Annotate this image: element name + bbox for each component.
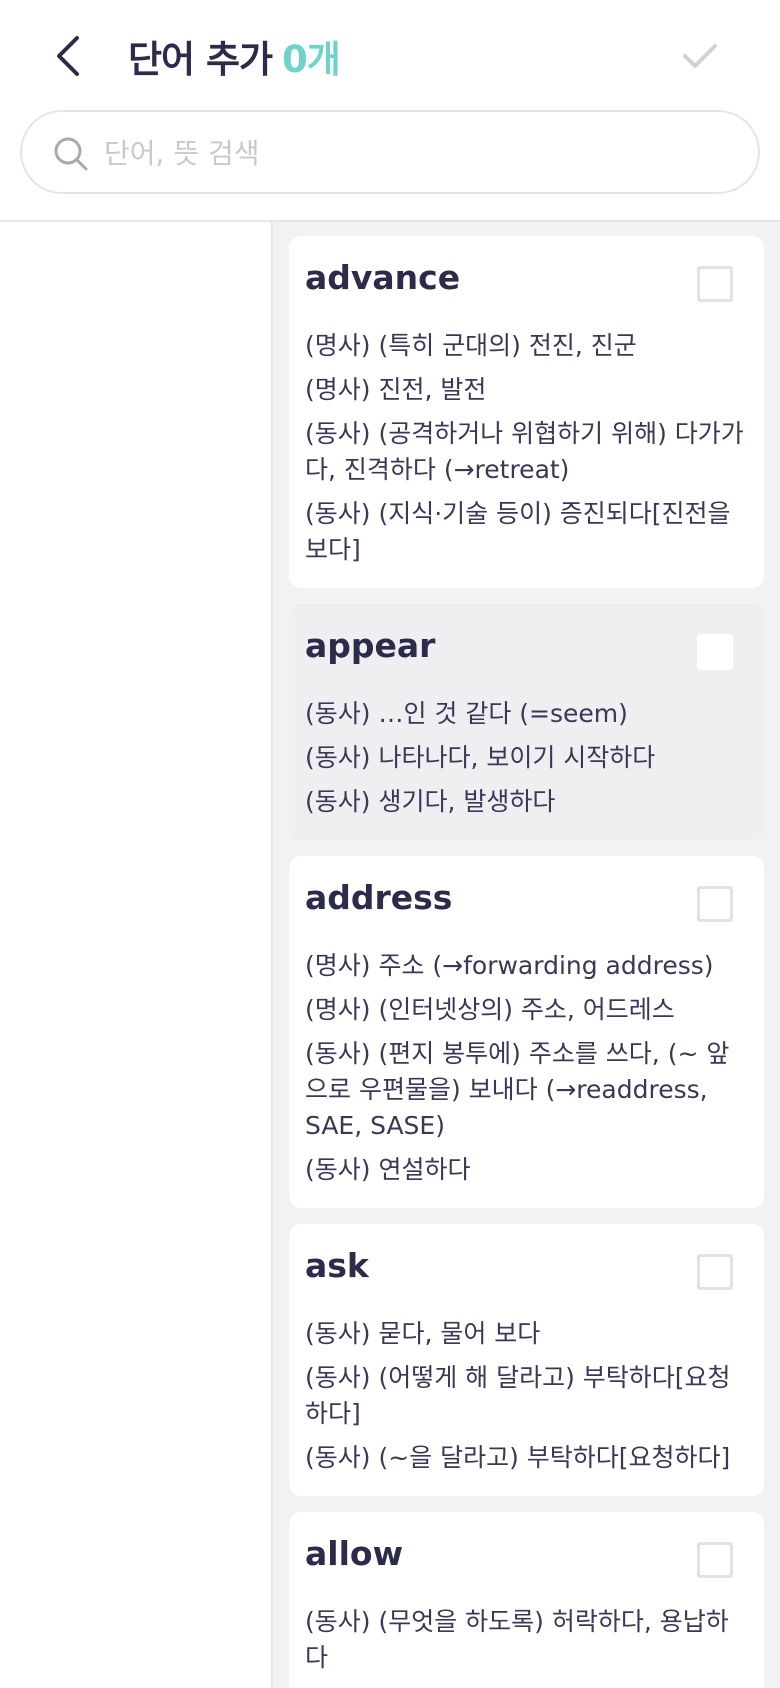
word-title: advance bbox=[305, 258, 461, 297]
header-divider bbox=[0, 220, 780, 222]
definition: (명사) 진전, 발전 bbox=[305, 375, 487, 404]
definition: (동사) 나타나다, 보이기 시작하다 bbox=[305, 743, 656, 772]
word-card[interactable]: appear (동사) …인 것 같다 (=seem) (동사) 나타나다, 보… bbox=[289, 604, 764, 840]
word-checkbox[interactable] bbox=[697, 634, 733, 670]
word-title: address bbox=[305, 878, 453, 917]
word-checkbox[interactable] bbox=[697, 1542, 733, 1578]
chevron-left-icon bbox=[57, 36, 79, 76]
definition: (명사) (특히 군대의) 전진, 진군 bbox=[305, 331, 637, 360]
word-card[interactable]: ask (동사) 묻다, 물어 보다 (동사) (어떻게 해 달라고) 부탁하다… bbox=[289, 1224, 764, 1496]
word-title: appear bbox=[305, 626, 436, 665]
definition-list: (명사) (특히 군대의) 전진, 진군 (명사) 진전, 발전 (동사) (공… bbox=[305, 328, 745, 576]
word-checkbox[interactable] bbox=[697, 1254, 733, 1290]
definition: (동사) (지식·기술 등이) 증진되다[진전을 보다] bbox=[305, 499, 731, 564]
definition: (동사) (어떻게 해 달라고) 부탁하다[요청하다] bbox=[305, 1363, 731, 1428]
word-list: advance (명사) (특히 군대의) 전진, 진군 (명사) 진전, 발전… bbox=[273, 222, 780, 1688]
check-icon bbox=[683, 44, 717, 68]
confirm-button[interactable] bbox=[676, 30, 724, 82]
definition: (명사) (인터넷상의) 주소, 어드레스 bbox=[305, 995, 675, 1024]
word-card[interactable]: allow (동사) (무엇을 하도록) 허락하다, 용납하다 bbox=[289, 1512, 764, 1688]
definition: (동사) 연설하다 bbox=[305, 1155, 471, 1184]
definition: (동사) …인 것 같다 (=seem) bbox=[305, 699, 628, 728]
search-icon bbox=[54, 137, 88, 171]
definition-list: (동사) (무엇을 하도록) 허락하다, 용납하다 bbox=[305, 1604, 745, 1684]
search-bar[interactable] bbox=[20, 110, 760, 194]
definition: (동사) 생기다, 발생하다 bbox=[305, 787, 556, 816]
definition: (동사) 묻다, 물어 보다 bbox=[305, 1319, 541, 1348]
search-input[interactable] bbox=[104, 126, 724, 180]
definition-list: (명사) 주소 (→forwarding address) (명사) (인터넷상… bbox=[305, 948, 745, 1196]
word-count: 0개 bbox=[282, 38, 341, 81]
page-title-text: 단어 추가 bbox=[128, 38, 273, 81]
definition: (동사) (무엇을 하도록) 허락하다, 용납하다 bbox=[305, 1607, 729, 1672]
side-panel bbox=[0, 222, 273, 1688]
definition: (동사) (~을 달라고) 부탁하다[요청하다] bbox=[305, 1443, 731, 1472]
definition: (동사) (편지 봉투에) 주소를 쓰다, (~ 앞으로 우편물을) 보내다 (… bbox=[305, 1039, 730, 1140]
word-card[interactable]: address (명사) 주소 (→forwarding address) (명… bbox=[289, 856, 764, 1208]
definition-list: (동사) 묻다, 물어 보다 (동사) (어떻게 해 달라고) 부탁하다[요청하… bbox=[305, 1316, 745, 1484]
page-title: 단어 추가 0개 bbox=[128, 30, 341, 82]
word-title: allow bbox=[305, 1534, 404, 1573]
definition-list: (동사) …인 것 같다 (=seem) (동사) 나타나다, 보이기 시작하다… bbox=[305, 696, 745, 828]
back-button[interactable] bbox=[44, 30, 92, 82]
word-title: ask bbox=[305, 1246, 369, 1285]
word-checkbox[interactable] bbox=[697, 886, 733, 922]
definition: (동사) (공격하거나 위협하기 위해) 다가가다, 진격하다 (→retrea… bbox=[305, 419, 744, 484]
header: 단어 추가 0개 bbox=[0, 0, 780, 108]
word-checkbox[interactable] bbox=[697, 266, 733, 302]
definition: (명사) 주소 (→forwarding address) bbox=[305, 951, 714, 980]
word-card[interactable]: advance (명사) (특히 군대의) 전진, 진군 (명사) 진전, 발전… bbox=[289, 236, 764, 588]
